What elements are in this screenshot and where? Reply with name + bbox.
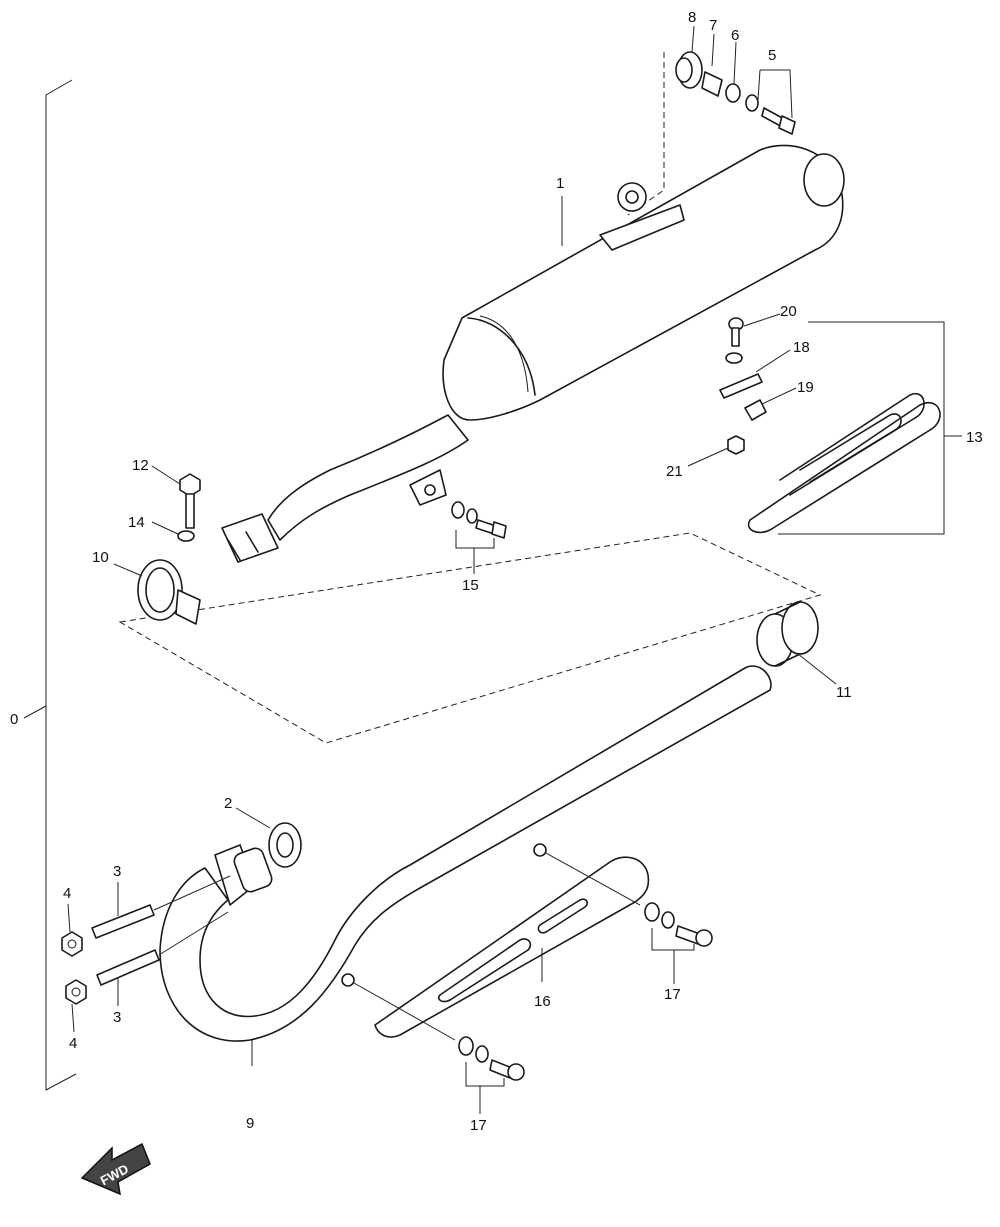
gasket: [268, 822, 302, 868]
callout-12: 12: [132, 457, 149, 474]
assembly-bracket: [23, 79, 77, 1091]
exhaust-pipe: [159, 665, 772, 1042]
washer: [725, 83, 741, 103]
callout-4-upper: 4: [63, 885, 71, 902]
callout-5: 5: [768, 47, 776, 64]
stud-bolt-upper: [91, 875, 231, 939]
callout-13: 13: [966, 429, 983, 446]
callout-2: 2: [224, 795, 232, 812]
callout-1: 1: [556, 175, 564, 192]
leader-lines: [67, 25, 962, 1114]
heat-shield: [374, 856, 650, 1038]
bolt-set-15: [451, 501, 507, 539]
group-outline-muffler: [118, 532, 822, 744]
clamp-washer: [177, 530, 195, 542]
bolt-set-17-upper: [533, 843, 713, 947]
bolt-set: [745, 94, 796, 135]
clamp: [137, 559, 201, 625]
callout-0: 0: [10, 711, 18, 728]
callout-20: 20: [780, 303, 797, 320]
callout-10: 10: [92, 549, 109, 566]
stud-bolt-lower: [96, 911, 229, 986]
callout-18: 18: [793, 339, 810, 356]
callout-3-upper: 3: [113, 863, 121, 880]
callout-8: 8: [688, 9, 696, 26]
callout-14: 14: [128, 514, 145, 531]
muffler-gasket: [756, 601, 819, 667]
nut-lower: [65, 979, 87, 1005]
callout-19: 19: [797, 379, 814, 396]
callout-21: 21: [666, 463, 683, 480]
collar: [701, 71, 723, 97]
callout-4-lower: 4: [69, 1035, 77, 1052]
protector-screw: [728, 317, 744, 347]
bolt-set-17-lower: [341, 973, 525, 1081]
protector-washer: [725, 352, 743, 364]
callout-16: 16: [534, 993, 551, 1010]
clamp-bolt: [179, 473, 201, 529]
callout-6: 6: [731, 27, 739, 44]
muffler: [221, 144, 845, 563]
nut-upper: [61, 931, 83, 957]
protector-bracket: [719, 373, 763, 399]
group-outline-mount: [627, 52, 665, 216]
callout-3-lower: 3: [113, 1009, 121, 1026]
forward-arrow-icon: FWD: [80, 1142, 151, 1196]
callout-7: 7: [709, 17, 717, 34]
callout-15: 15: [462, 577, 479, 594]
callout-17-upper: 17: [664, 986, 681, 1003]
callout-17-lower: 17: [470, 1117, 487, 1134]
callout-9: 9: [246, 1115, 254, 1132]
callout-11: 11: [836, 684, 852, 701]
protector-nut: [727, 435, 745, 455]
mount-rubber: [675, 51, 703, 89]
muffler-protector: [744, 392, 941, 534]
